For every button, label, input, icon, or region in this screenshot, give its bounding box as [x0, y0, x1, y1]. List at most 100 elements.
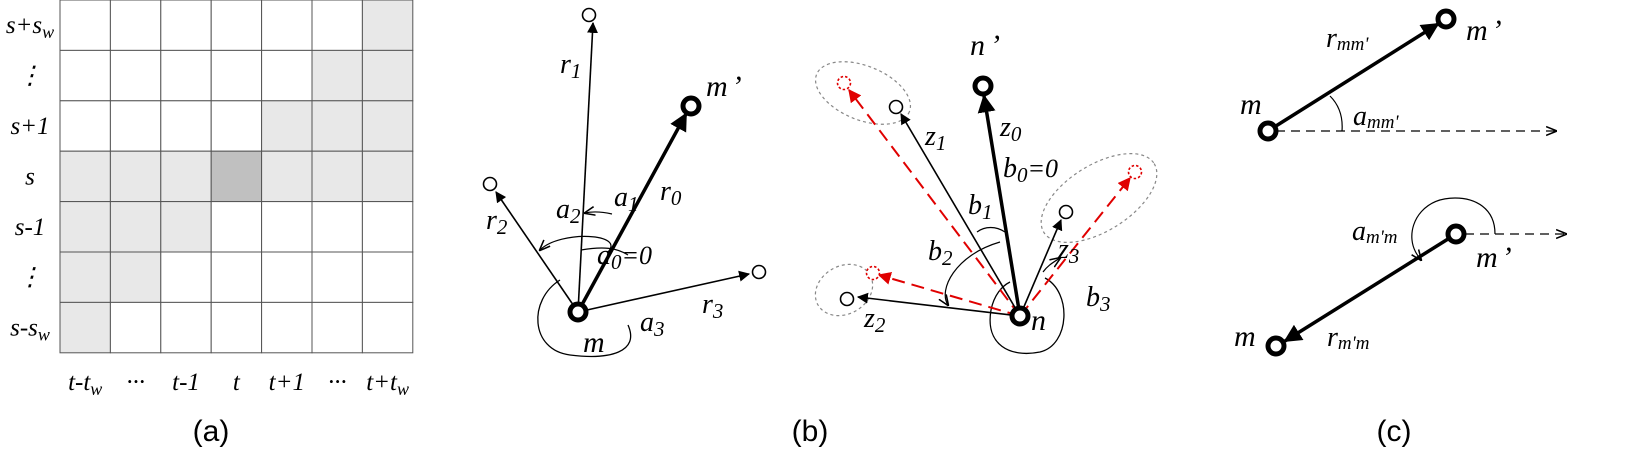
matrix-cell	[109, 201, 162, 253]
candidate-ellipse-3	[1040, 153, 1158, 243]
label-node-m-prime: m’	[706, 70, 742, 103]
matrix-cell	[109, 0, 162, 51]
matrix-cell	[311, 0, 363, 51]
matrix-cell	[160, 100, 212, 152]
matrix-cell	[109, 150, 162, 203]
matrix-cell	[210, 100, 263, 152]
node-r2-end	[482, 176, 498, 192]
angle-arc-a0	[540, 235, 612, 254]
panel-c-bottom: m m’ rm'm am'm	[1234, 197, 1566, 357]
node-m-prime-top	[1435, 8, 1457, 30]
angle-arc-b1	[976, 226, 1006, 233]
row-label: s+sw	[6, 12, 54, 42]
column-label: t+1	[269, 369, 305, 396]
column-label: t	[233, 369, 241, 396]
label-z1: z1	[924, 121, 946, 155]
angle-loop-m	[537, 279, 632, 358]
matrix-cell	[261, 150, 313, 203]
matrix-cell	[160, 201, 212, 253]
matrix-cell	[261, 251, 313, 303]
matrix-cell	[311, 301, 363, 354]
matrix-cell	[361, 201, 414, 253]
matrix-cell	[59, 150, 111, 203]
arrow-z1	[900, 113, 1021, 317]
dashed-node-1	[836, 75, 852, 91]
matrix-cell	[160, 0, 212, 51]
label-b1: b1	[968, 190, 993, 224]
label-a0: a0=0	[597, 240, 652, 274]
label-z3: z3	[1057, 234, 1079, 268]
arrow-z0	[977, 94, 1022, 317]
angle-loop-n	[989, 277, 1065, 354]
label-r-mm: rmm'	[1326, 23, 1369, 55]
dashed-arrow-3	[1019, 176, 1131, 317]
panel-b-right: n n’ z0 z1 z2 z3 b0=0 b1 b2 b3	[814, 29, 1158, 354]
label-a3: a3	[640, 307, 665, 341]
matrix-cell	[361, 0, 414, 51]
matrix-cell	[59, 301, 111, 354]
matrix-cell	[59, 49, 111, 102]
label-b3: b3	[1086, 282, 1111, 316]
dashed-arrow-1	[848, 88, 1021, 317]
node-m-prime	[680, 95, 702, 117]
matrix-cell	[311, 201, 363, 253]
angle-arc-a-mm	[1329, 95, 1343, 132]
candidate-ellipse-1	[814, 61, 912, 125]
matrix-cell	[160, 301, 212, 354]
matrix-cell	[261, 201, 313, 253]
label-a2: a2	[556, 194, 581, 228]
dashed-node-2	[865, 265, 881, 281]
node-z3-end	[1058, 204, 1074, 220]
caption-a: (a)	[193, 415, 230, 448]
node-r1-end	[581, 7, 597, 23]
matrix-cell	[361, 150, 414, 203]
node-n	[1009, 305, 1031, 327]
matrix-cell	[261, 301, 313, 354]
label-node-n: n	[1031, 304, 1046, 337]
dashed-arrow-2	[877, 272, 1021, 317]
matrix-cell	[59, 251, 111, 303]
matrix-cell	[160, 251, 212, 303]
angle-arc-a-m-m	[1412, 197, 1496, 260]
label-node-n-prime: n’	[970, 29, 1000, 62]
row-label: s+1	[10, 113, 49, 140]
label-m-top: m	[1240, 88, 1262, 121]
column-label: ···	[328, 369, 347, 396]
matrix-cell	[59, 100, 111, 152]
row-labels: s+sw⋮s+1ss-1⋮s-sw	[6, 12, 54, 344]
arrow-r3	[577, 270, 751, 313]
label-r-m-m: rm'm	[1327, 322, 1369, 354]
label-z0: z0	[999, 112, 1022, 146]
label-r0: r0	[660, 176, 682, 210]
matrix-cell	[311, 150, 363, 203]
label-r1: r1	[560, 49, 581, 83]
arrow-r1	[577, 21, 598, 313]
row-label: ⋮	[18, 264, 43, 291]
label-b0: b0=0	[1003, 153, 1058, 187]
row-label: s	[25, 163, 35, 190]
matrix-cell	[311, 49, 363, 102]
matrix-cell	[160, 49, 212, 102]
label-m-prime-bottom: m’	[1476, 241, 1512, 274]
matrix-cell	[59, 201, 111, 253]
label-m-prime-top: m’	[1466, 14, 1502, 47]
node-m-bottom	[1265, 335, 1287, 357]
matrix-cell	[109, 301, 162, 354]
matrix-cell	[109, 100, 162, 152]
label-r2: r2	[486, 205, 508, 239]
label-b2: b2	[928, 236, 953, 270]
matrix-cell	[210, 150, 263, 203]
matrix-cell	[261, 100, 313, 152]
matrix-cell	[59, 0, 111, 51]
caption-c: (c)	[1377, 415, 1412, 448]
panel-b-left: m m’ r0 r1 r2 r3 a1 a2 a3 a0=0	[482, 7, 767, 359]
node-m-prime-bottom	[1445, 223, 1467, 245]
dashed-node-3	[1127, 164, 1143, 180]
matrix-cell	[361, 301, 414, 354]
node-n-prime	[972, 75, 994, 97]
matrix-cell	[361, 100, 414, 152]
matrix-cell	[109, 251, 162, 303]
matrix-cell	[361, 49, 414, 102]
node-z2-end	[839, 291, 855, 307]
